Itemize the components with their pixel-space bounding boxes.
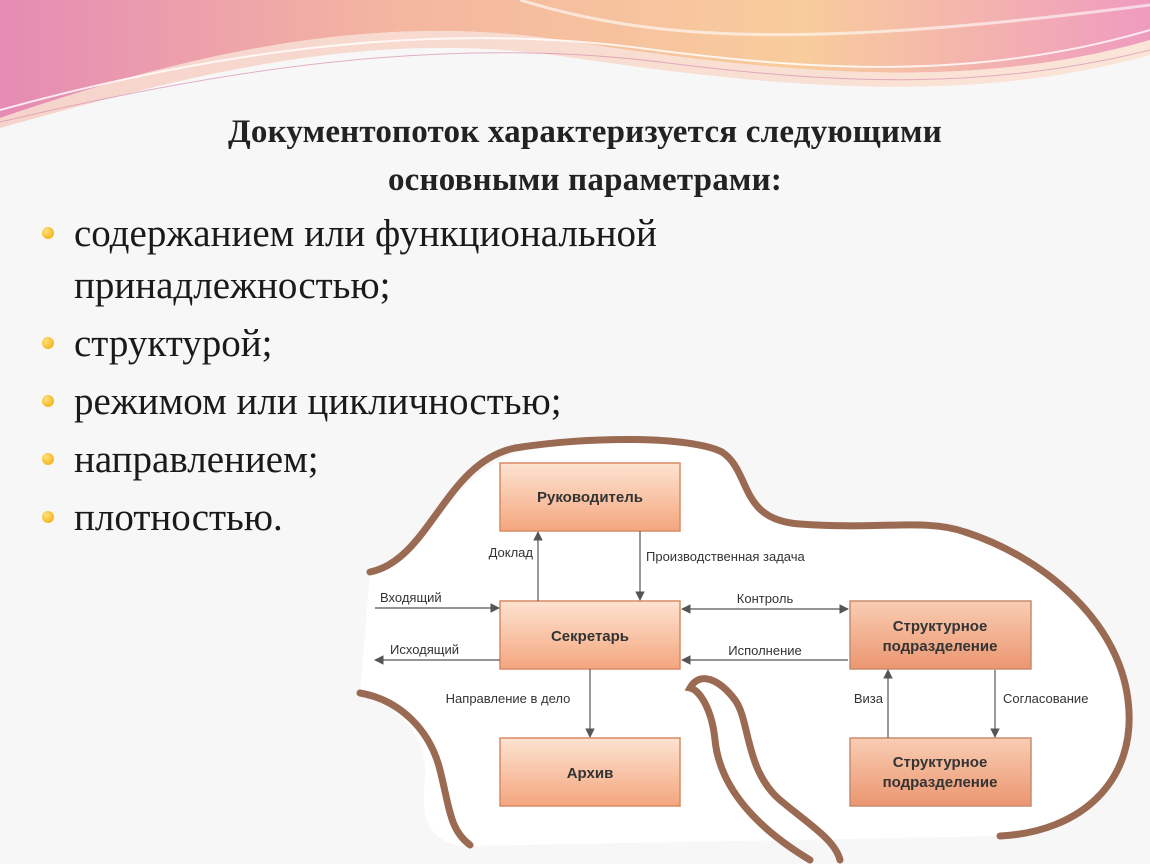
- parameter-list: содержанием или функциональной принадлеж…: [40, 208, 800, 550]
- list-item-text: содержанием или функциональной: [74, 212, 657, 255]
- slide-title-line-2: основными параметрами:: [387, 162, 783, 198]
- decorative-wave-banner: [0, 0, 1150, 128]
- edge-report-label: Доклад: [489, 545, 534, 560]
- bullet-icon: [42, 227, 54, 239]
- node-secretary-label: Секретарь: [551, 628, 629, 645]
- node-archive-label: Архив: [567, 765, 614, 782]
- bullet-icon: [42, 337, 54, 349]
- bullet-icon: [42, 453, 54, 465]
- node-secretary: Секретарь: [499, 600, 681, 670]
- edge-execution-label: Исполнение: [728, 643, 802, 658]
- list-item: структурой;: [40, 318, 800, 370]
- boundary-line-top: [366, 435, 1133, 840]
- node-unit1-label-line-1: Структурное: [893, 618, 988, 635]
- boundary-line-bottom-left: [356, 689, 474, 849]
- bullet-icon: [42, 395, 54, 407]
- slide-title-line-1: Документопоток характеризуется следующим…: [228, 114, 942, 150]
- boundary-line-inner: [684, 675, 844, 864]
- slide-title: Документопоток характеризуется следующим…: [60, 108, 1110, 204]
- edge-to-file-label: Направление в дело: [446, 691, 571, 706]
- bullet-icon: [42, 511, 54, 523]
- edge-outgoing-label: Исходящий: [390, 642, 459, 657]
- node-unit2-label-line-2: подразделение: [883, 774, 998, 791]
- edge-control-label: Контроль: [737, 591, 794, 606]
- node-structural-unit-1: Структурное подразделение: [849, 600, 1032, 670]
- node-head-label: Руководитель: [537, 489, 643, 506]
- list-item-text: режимом или цикличностью;: [74, 380, 562, 423]
- node-structural-unit-2: Структурное подразделение: [849, 737, 1032, 807]
- edge-task-label: Производственная задача: [646, 549, 805, 564]
- list-item-text: направлением;: [74, 438, 319, 481]
- edge-incoming-label: Входящий: [380, 590, 442, 605]
- list-item-text: плотностью.: [74, 496, 283, 539]
- list-item: направлением;: [40, 434, 800, 486]
- node-unit1-label-line-2: подразделение: [883, 638, 998, 655]
- list-item: режимом или цикличностью;: [40, 376, 800, 428]
- edge-approval-label: Согласование: [1003, 691, 1088, 706]
- list-item: плотностью.: [40, 492, 800, 544]
- node-archive: Архив: [499, 737, 681, 807]
- list-item-text: структурой;: [74, 322, 273, 365]
- edge-visa-label: Виза: [854, 691, 884, 706]
- list-item: содержанием или функциональной принадлеж…: [40, 208, 800, 312]
- document-flow-diagram: Руководитель Секретарь Архив Структурное…: [356, 435, 1133, 864]
- node-unit2-label-line-1: Структурное: [893, 754, 988, 771]
- node-head: Руководитель: [499, 462, 681, 532]
- list-item-text: принадлежностью;: [74, 264, 391, 307]
